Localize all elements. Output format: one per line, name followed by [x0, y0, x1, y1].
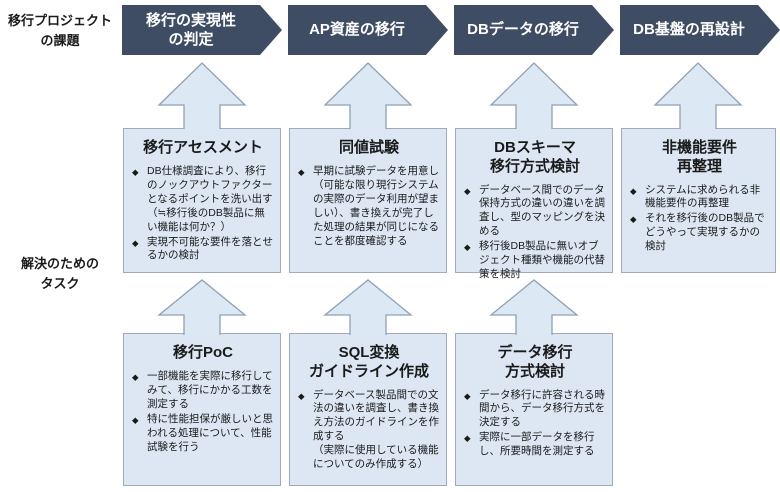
- box-sql-conversion-guideline: SQL変換 ガイドライン作成 ◆ データベース製品間での文法の違いを調査し、書き…: [289, 333, 447, 486]
- bullet-item: ◆ システムに求められる非機能要件の再整理: [630, 184, 769, 212]
- bullet-item: ◆ 特に性能担保が厳しいと思われる処理について、性能試験を行う: [132, 413, 274, 455]
- up-arrow-icon: [323, 279, 413, 335]
- chevron-label: DBデータの移行: [467, 21, 579, 39]
- task-box-title: 移行PoC: [172, 344, 233, 361]
- bullet-text: 特に性能担保が厳しいと思われる処理について、性能試験を行う: [147, 412, 273, 453]
- bullet-item: ◆ 実際に一部データを移行し、所要時間を測定する: [464, 431, 606, 459]
- tasks-row-label: 解決のための タスク: [20, 256, 99, 291]
- up-arrow-icon: [489, 62, 579, 129]
- bullet-item: ◆ 実現不可能な要件を落とせるかの検討: [132, 236, 274, 264]
- up-arrow-icon: [323, 62, 413, 129]
- bullet-text: システムに求められる非機能要件の再整理: [645, 183, 761, 210]
- up-arrow-icon: [157, 279, 247, 335]
- diamond-bullet-icon: ◆: [132, 371, 139, 382]
- box-migration-poc: 移行PoC ◆ 一部機能を実際に移行してみて、移行にかかる工数を測定する ◆ 特…: [123, 333, 281, 486]
- chevron-db-data-migration: DBデータの移行: [454, 5, 614, 55]
- bullet-item: ◆ 移行後DB製品に無いオブジェクト種類や機能の代替策を検討: [464, 240, 606, 282]
- chevron-label: AP資産の移行: [309, 21, 405, 39]
- bullet-item: ◆ 早期に試験データを用意し（可能な限り現行システムの実際のデータ利用が望ましい…: [298, 165, 440, 249]
- box-data-migration-method: データ移行 方式検討 ◆ データ移行に許容される時間から、データ移行方式を決定す…: [455, 333, 613, 486]
- bullet-text: 早期に試験データを用意し（可能な限り現行システムの実際のデータ利用が望ましい）、…: [313, 164, 439, 247]
- up-arrow-icon: [157, 62, 247, 129]
- chevron-label: DB基盤の再設計: [633, 21, 745, 39]
- diamond-bullet-icon: ◆: [464, 433, 471, 444]
- box-db-schema-migration-study: DBスキーマ 移行方式検討 ◆ データベース間でのデータ保持方式の違いの違いを調…: [455, 128, 613, 280]
- bullet-text: データ移行に許容される時間から、データ移行方式を決定する: [479, 388, 605, 429]
- task-box-title: SQL変換 ガイドライン作成: [308, 344, 429, 380]
- bullet-text: それを移行後のDB製品でどうやって実現するかの検討: [645, 212, 765, 253]
- box-migration-assessment: 移行アセスメント ◆ DB仕様調査により、移行のノックアウトファクターとなるポイ…: [123, 128, 281, 273]
- bullet-item: ◆ データベース製品間での文法の違いを調査し、書き換え方法のガイドラインを作成す…: [298, 389, 440, 473]
- challenges-row-label: 移行プロジェクト の課題: [7, 13, 112, 48]
- bullet-text: 一部機能を実際に移行してみて、移行にかかる工数を測定する: [147, 369, 273, 410]
- task-box-title: DBスキーマ 移行方式検討: [489, 139, 580, 175]
- bullet-item: ◆ DB仕様調査により、移行のノックアウトファクターとなるポイントを洗い出す （…: [132, 165, 274, 235]
- diamond-bullet-icon: ◆: [132, 166, 139, 177]
- chevron-label: 移行の実現性 の判定: [145, 11, 236, 48]
- bullet-item: ◆ データ移行に許容される時間から、データ移行方式を決定する: [464, 389, 606, 431]
- diamond-bullet-icon: ◆: [132, 237, 139, 248]
- chevron-db-platform-redesign: DB基盤の再設計: [620, 5, 780, 55]
- bullet-text: DB仕様調査により、移行のノックアウトファクターとなるポイントを洗い出す （≒移…: [147, 164, 273, 233]
- up-arrow-icon: [489, 279, 579, 335]
- diamond-bullet-icon: ◆: [464, 390, 471, 401]
- bullet-item: ◆ 一部機能を実際に移行してみて、移行にかかる工数を測定する: [132, 370, 274, 412]
- task-box-title: データ移行 方式検討: [497, 344, 573, 380]
- diamond-bullet-icon: ◆: [298, 166, 305, 177]
- chevron-feasibility-judgment: 移行の実現性 の判定: [122, 5, 282, 55]
- bullet-text: 実現不可能な要件を落とせるかの検討: [147, 235, 273, 262]
- box-equivalence-test: 同値試験 ◆ 早期に試験データを用意し（可能な限り現行システムの実際のデータ利用…: [289, 128, 447, 273]
- bullet-text: データベース製品間での文法の違いを調査し、書き換え方法のガイドラインを作成する …: [313, 388, 439, 471]
- chevron-ap-asset-migration: AP資産の移行: [288, 5, 448, 55]
- bullet-text: データベース間でのデータ保持方式の違いの違いを調査し、型のマッピングを決める: [479, 183, 605, 238]
- bullet-text: 実際に一部データを移行し、所要時間を測定する: [479, 431, 595, 458]
- diamond-bullet-icon: ◆: [464, 185, 471, 196]
- diamond-bullet-icon: ◆: [298, 390, 305, 401]
- bullet-text: 移行後DB製品に無いオブジェクト種類や機能の代替策を検討: [479, 240, 605, 281]
- diamond-bullet-icon: ◆: [132, 414, 139, 425]
- diamond-bullet-icon: ◆: [630, 214, 637, 225]
- task-box-title: 同値試験: [338, 139, 399, 156]
- diamond-bullet-icon: ◆: [464, 242, 471, 253]
- bullet-item: ◆ データベース間でのデータ保持方式の違いの違いを調査し、型のマッピングを決める: [464, 184, 606, 240]
- up-arrow-icon: [653, 62, 743, 129]
- box-nonfunctional-requirements: 非機能要件 再整理 ◆ システムに求められる非機能要件の再整理 ◆ それを移行後…: [621, 128, 776, 273]
- task-box-title: 移行アセスメント: [143, 139, 263, 156]
- bullet-item: ◆ それを移行後のDB製品でどうやって実現するかの検討: [630, 212, 769, 254]
- task-box-title: 非機能要件 再整理: [661, 139, 737, 175]
- diamond-bullet-icon: ◆: [630, 185, 637, 196]
